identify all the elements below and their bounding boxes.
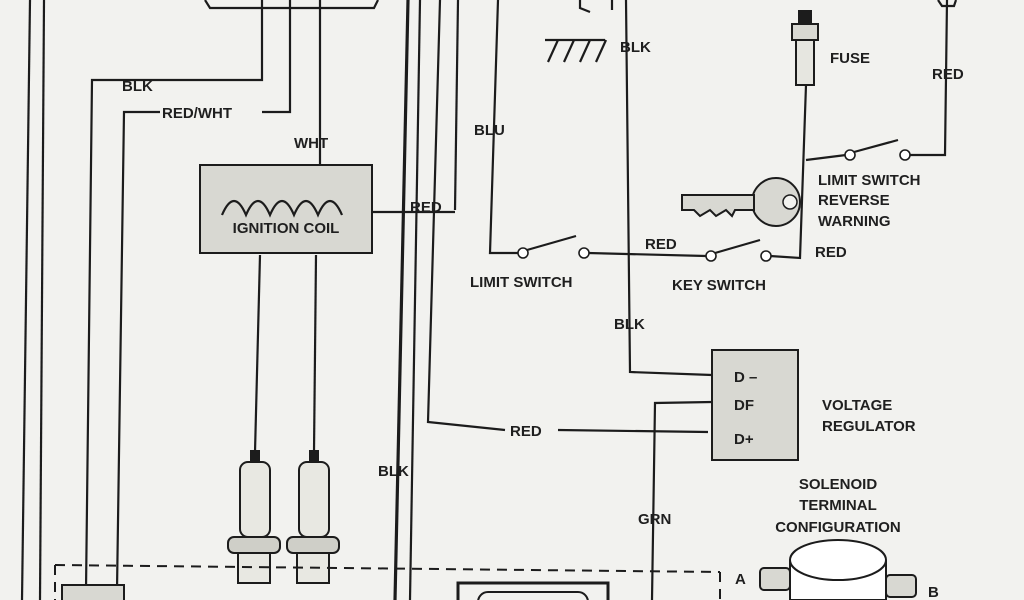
label-red-key: RED — [815, 244, 847, 261]
bottom-center-component — [456, 581, 610, 600]
limit-switch-reverse — [844, 138, 911, 161]
limit-switch — [517, 234, 590, 259]
key-icon — [681, 177, 801, 227]
spark-plug-1 — [227, 450, 281, 584]
key-switch — [705, 238, 772, 262]
ignition-coil: IGNITION COIL — [199, 164, 373, 254]
bottom-center-inner — [477, 591, 589, 600]
label-terminal-a: A — [735, 571, 746, 588]
label-blk-regulator: BLK — [614, 316, 645, 333]
label-solenoid-3: CONFIGURATION — [775, 519, 901, 536]
label-fuse: FUSE — [830, 50, 870, 67]
component-labels: LIMIT SWITCH KEY SWITCH LIMIT SWITCH REV… — [470, 172, 939, 600]
label-blk-ground: BLK — [620, 39, 651, 56]
label-grn: GRN — [638, 511, 671, 528]
label-key-switch: KEY SWITCH — [672, 277, 766, 294]
solenoid-terminal-b — [885, 574, 917, 598]
wire-labels: BLK RED/WHT WHT RED BLK BLU FUSE RED RED… — [122, 39, 964, 528]
label-red-regulator: RED — [510, 423, 542, 440]
ground-symbol — [545, 0, 608, 63]
left-wires — [20, 0, 322, 600]
right-wires — [488, 0, 949, 600]
label-solenoid-1: SOLENOID — [799, 476, 878, 493]
label-blu: BLU — [474, 122, 505, 139]
reg-terminal-d-minus: D – — [734, 369, 757, 386]
label-voltage-regulator-2: REGULATOR — [822, 418, 916, 435]
label-blk-left: BLK — [122, 78, 153, 95]
label-blk-center: BLK — [378, 463, 409, 480]
label-red-wht: RED/WHT — [162, 105, 232, 122]
label-red-coil: RED — [410, 199, 442, 216]
label-terminal-b: B — [928, 584, 939, 600]
label-red-switch: RED — [645, 236, 677, 253]
top-right-component — [937, 0, 958, 8]
reg-terminal-df: DF — [734, 397, 754, 414]
bottom-left-connector — [61, 584, 125, 600]
solenoid — [759, 539, 917, 600]
label-wht: WHT — [294, 135, 328, 152]
top-connector-edge — [204, 0, 379, 10]
label-limit-switch: LIMIT SWITCH — [470, 274, 572, 291]
fuse — [791, 10, 819, 86]
label-solenoid-2: TERMINAL — [799, 497, 877, 514]
center-wires — [372, 0, 709, 600]
reg-terminal-d-plus: D+ — [734, 431, 754, 448]
label-limit-switch-reverse-1: LIMIT SWITCH — [818, 172, 920, 189]
voltage-regulator: D – DF D+ — [711, 349, 799, 461]
label-limit-switch-reverse-2: REVERSE — [818, 192, 890, 209]
label-limit-switch-reverse-3: WARNING — [818, 213, 891, 230]
ignition-coil-label: IGNITION COIL — [233, 220, 340, 237]
bottom-dashed-line — [54, 564, 721, 573]
label-red-top-right: RED — [932, 66, 964, 83]
spark-plug-2 — [286, 450, 340, 584]
label-voltage-regulator-1: VOLTAGE — [822, 397, 892, 414]
solenoid-terminal-a — [759, 567, 791, 591]
